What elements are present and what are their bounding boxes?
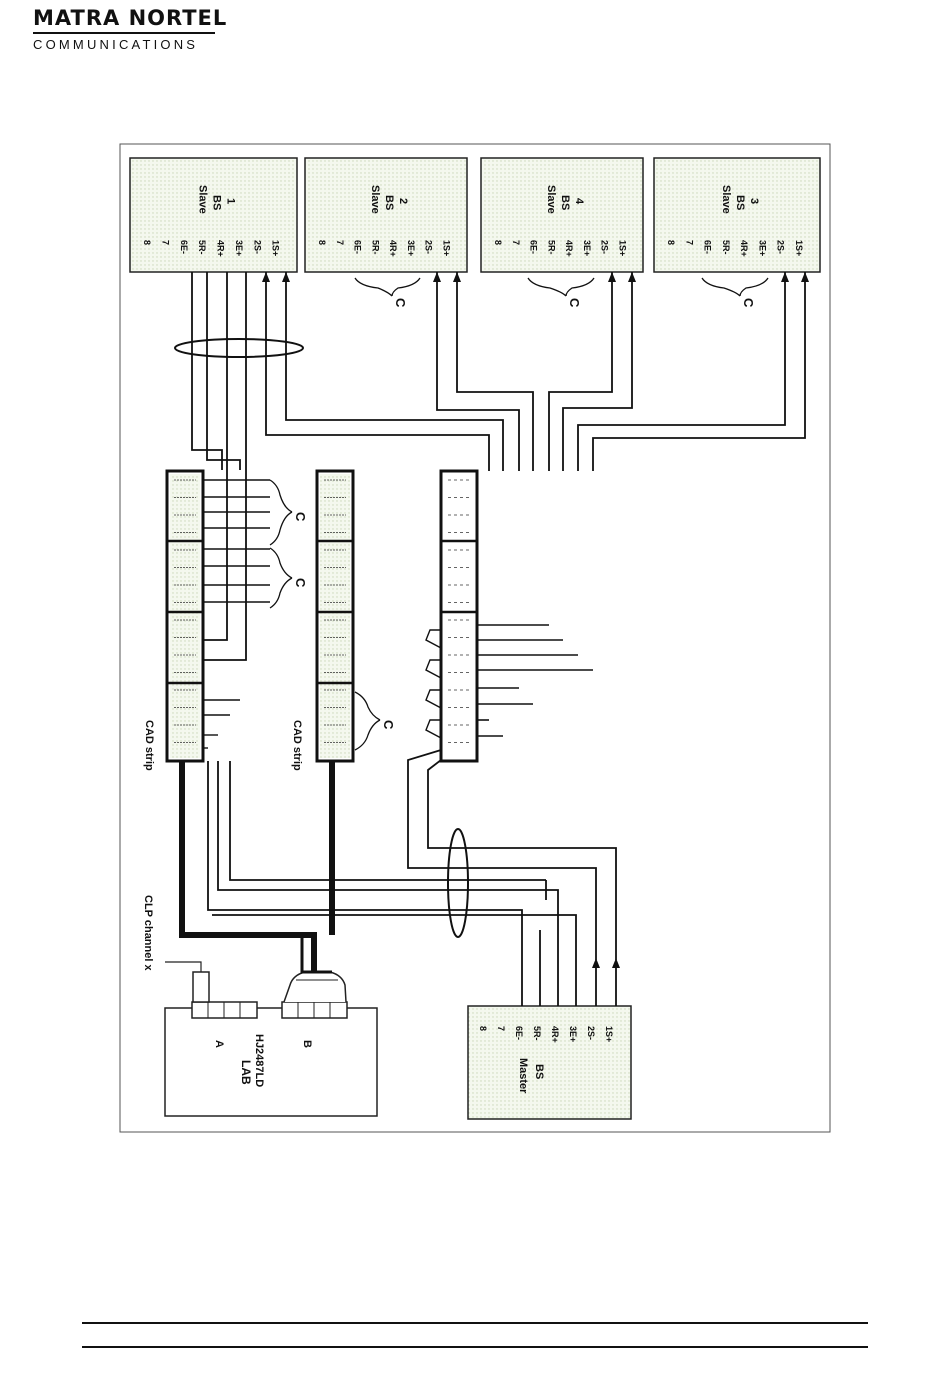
master-bs-pin-4: 4R+ (550, 1026, 560, 1043)
slave-bs-4-type: BS (559, 195, 571, 210)
cad-strip-2 (317, 471, 353, 761)
slave-bs-3-pin-0: 8 (666, 240, 676, 245)
slave-bs-1-pin-4: 4R+ (216, 240, 226, 257)
slave-bs-1-pin-5: 3E+ (234, 240, 244, 256)
slave-bs-2-pin-2: 6E- (353, 240, 363, 254)
bracket (355, 692, 380, 750)
footer-rule-top (82, 1322, 868, 1324)
clp-label: CLP channel x (142, 895, 154, 971)
master-bs-pin-3: 5R- (532, 1026, 542, 1041)
slave-bs-2-title: Slave (369, 185, 381, 214)
slave-bs-4-pin-2: 6E- (529, 240, 539, 254)
footer-rule-bottom (82, 1346, 868, 1348)
slave-bs-4-pin-0: 8 (493, 240, 503, 245)
slave-bs-2-pin-6: 2S- (424, 240, 434, 254)
port-a-plug (193, 972, 209, 1002)
bracket (528, 278, 594, 296)
bracket-mark: C (293, 578, 308, 588)
slave-bs-2-number: 2 (397, 198, 409, 204)
bracket-mark: C (567, 298, 582, 308)
bracket-mark: C (381, 720, 396, 730)
slave-bs-3-title: Slave (720, 185, 732, 214)
master-bs-box (468, 1006, 631, 1119)
slave-bs-3-number: 3 (748, 198, 760, 204)
slave-bs-1-pin-3: 5R- (197, 240, 207, 255)
slave-bs-1-pin-6: 2S- (252, 240, 262, 254)
slave-bs-1-title: Slave (197, 185, 209, 214)
slave-bs-2-pin-4: 4R+ (388, 240, 398, 257)
master-bs-pin-6: 2S- (586, 1026, 596, 1040)
cad-strip-2-label: CAD strip (291, 720, 303, 771)
slave-bs-2-pin-0: 8 (317, 240, 327, 245)
bracket-mark: C (293, 512, 308, 522)
lab-model: HJ2487LD (253, 1034, 265, 1087)
slave-bs-2-pin-3: 5R- (370, 240, 380, 255)
bracket (270, 548, 292, 608)
slave-bs-4-pin-7: 1S+ (617, 240, 627, 256)
lab-port-b-label: B (301, 1040, 313, 1048)
cad-strip-1-label: CAD strip (143, 720, 155, 771)
slave-bs-3-pin-4: 4R+ (739, 240, 749, 257)
slave-bs-3-type: BS (734, 195, 746, 210)
master-bs-pin-7: 1S+ (604, 1026, 614, 1042)
slave-bs-3-pin-2: 6E- (703, 240, 713, 254)
slave-bs-1-pin-1: 7 (160, 240, 170, 245)
slave-bs-4-pin-1: 7 (511, 240, 521, 245)
master-bs-type: BS (533, 1064, 545, 1079)
slave-bs-3-pin-6: 2S- (776, 240, 786, 254)
bracket-mark: C (393, 298, 408, 308)
slave-bs-3-pin-5: 3E+ (757, 240, 767, 256)
slave-bs-2-pin-1: 7 (335, 240, 345, 245)
lab-port-b (282, 1002, 347, 1018)
master-wires (208, 750, 616, 1006)
strip1-row-wires (203, 480, 270, 748)
slave-bs-4-pin-4: 4R+ (564, 240, 574, 257)
slave-bs-2-type: BS (383, 195, 395, 210)
lab-title: LAB (239, 1060, 253, 1085)
junction-straps (426, 630, 441, 738)
bracket-mark: C (741, 298, 756, 308)
junction-taps (477, 625, 593, 736)
master-bs-pin-0: 8 (478, 1026, 488, 1031)
port-b-plug (284, 972, 346, 1002)
slave-bs-4-pin-5: 3E+ (582, 240, 592, 256)
master-bs-pin-2: 6E- (514, 1026, 524, 1040)
junction-strip (441, 471, 477, 761)
cad-strip-1 (167, 471, 203, 761)
slave-bs-1-pin-0: 8 (142, 240, 152, 245)
slave-bs-3-pin-7: 1S+ (794, 240, 804, 256)
master-cable-bundle (448, 829, 468, 937)
bracket (702, 278, 768, 296)
slave-bs-4-pin-6: 2S- (600, 240, 610, 254)
bracket (270, 480, 292, 545)
slave-bs-1-pin-7: 1S+ (271, 240, 281, 256)
slave1-cable-bundle (175, 339, 303, 357)
slave-bs-1-pin-2: 6E- (179, 240, 189, 254)
slave-bs-4-number: 4 (573, 198, 585, 205)
bracket (355, 278, 420, 296)
master-bs-pin-1: 7 (496, 1026, 506, 1031)
slave-bs-4-pin-3: 5R- (546, 240, 556, 255)
cable-strip1-to-lab (182, 761, 314, 972)
lab-port-a-label: A (213, 1040, 225, 1048)
slave-bs-1-number: 1 (225, 198, 237, 204)
slave-bs-4-title: Slave (545, 185, 557, 214)
slave-bs-3-pin-1: 7 (684, 240, 694, 245)
slave-bs-3-pin-3: 5R- (721, 240, 731, 255)
slave4-wires (549, 272, 632, 471)
slave2-wires (437, 272, 533, 471)
lab-box (165, 1008, 377, 1116)
master-bs-pin-5: 3E+ (568, 1026, 578, 1042)
master-bs-title: Master (517, 1058, 529, 1094)
lab-port-a (192, 1002, 257, 1018)
slave-bs-1-type: BS (211, 195, 223, 210)
slave-bs-2-pin-7: 1S+ (441, 240, 451, 256)
slave-bs-2-pin-5: 3E+ (406, 240, 416, 256)
